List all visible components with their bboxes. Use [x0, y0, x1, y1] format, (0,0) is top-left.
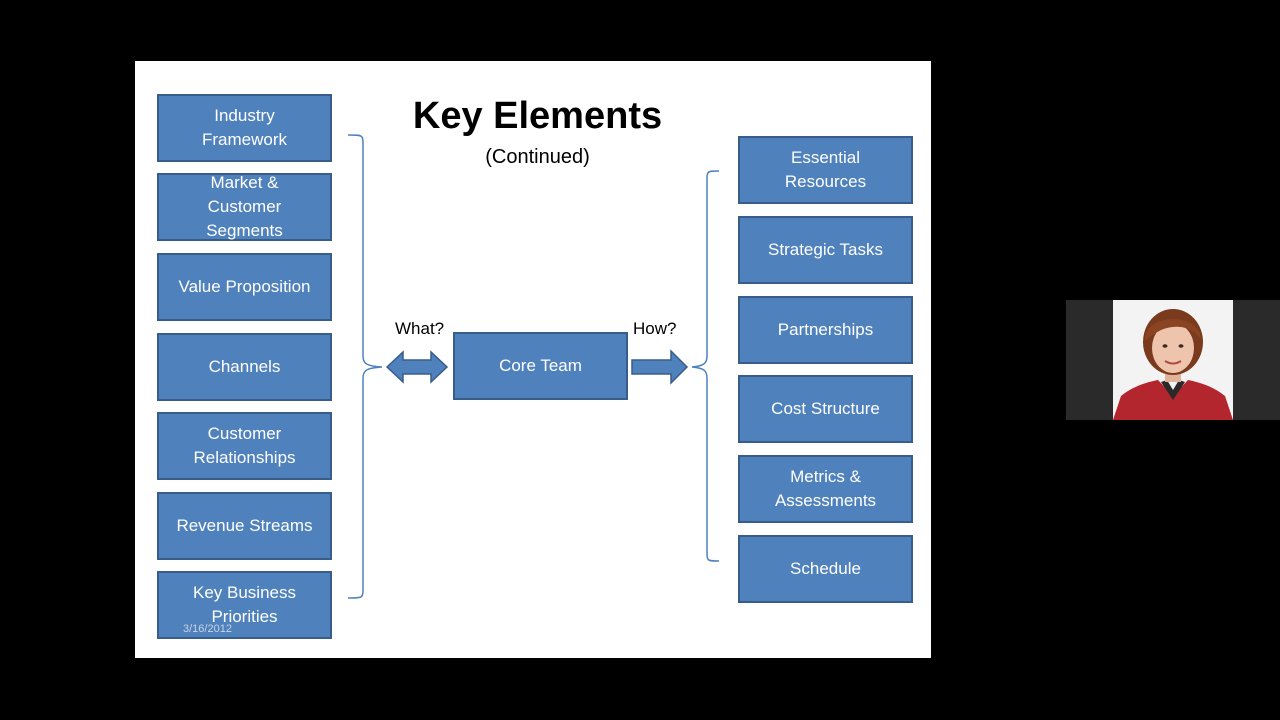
element-key-business-priorities: Key Business Priorities	[157, 571, 332, 639]
box-label: Cost Structure	[771, 399, 880, 418]
box-label: Channels	[208, 357, 281, 376]
connectors-layer	[347, 134, 720, 599]
right-arrow-icon	[631, 349, 689, 385]
presenter-photo	[1113, 300, 1233, 420]
box-label: Partnerships	[777, 320, 874, 339]
box-label: Metrics & Assessments	[774, 467, 877, 510]
what-label: What?	[395, 319, 445, 338]
element-industry-framework: Industry Framework	[157, 94, 332, 162]
box-label: Essential Resources	[784, 148, 867, 191]
slide-title: Key Elements	[412, 95, 663, 137]
element-revenue-streams: Revenue Streams	[157, 492, 332, 560]
box-label: Key Business Priorities	[193, 583, 296, 626]
element-channels: Channels	[157, 333, 332, 401]
box-label: Revenue Streams	[176, 516, 313, 535]
how-label: How?	[633, 319, 677, 338]
date-stamp: 3/16/2012	[183, 623, 232, 635]
left-brace-icon	[347, 134, 383, 599]
double-arrow-icon	[385, 350, 449, 384]
box-label: Value Proposition	[178, 277, 311, 296]
element-strategic-tasks: Strategic Tasks	[738, 216, 913, 284]
element-schedule: Schedule	[738, 535, 913, 603]
right-brace-icon	[691, 170, 720, 562]
element-market-customer-segments: Market & Customer Segments	[157, 173, 332, 241]
slide-subtitle: (Continued)	[485, 146, 590, 168]
element-cost-structure: Cost Structure	[738, 375, 913, 443]
core-team-box: Core Team	[453, 332, 628, 400]
element-value-proposition: Value Proposition	[157, 253, 332, 321]
element-metrics-assessments: Metrics & Assessments	[738, 455, 913, 523]
element-partnerships: Partnerships	[738, 296, 913, 364]
box-label: Schedule	[790, 559, 861, 578]
box-label: Strategic Tasks	[768, 240, 883, 259]
element-essential-resources: Essential Resources	[738, 136, 913, 204]
presenter-video	[1066, 300, 1280, 420]
box-label: Customer Relationships	[193, 424, 296, 467]
slide: Key Elements (Continued) Industry Framew…	[135, 61, 931, 658]
box-label: Industry Framework	[201, 106, 287, 149]
element-customer-relationships: Customer Relationships	[157, 412, 332, 480]
box-label: Market & Customer Segments	[206, 173, 283, 240]
core-team-label: Core Team	[499, 356, 582, 375]
person-avatar-icon	[1113, 300, 1233, 420]
